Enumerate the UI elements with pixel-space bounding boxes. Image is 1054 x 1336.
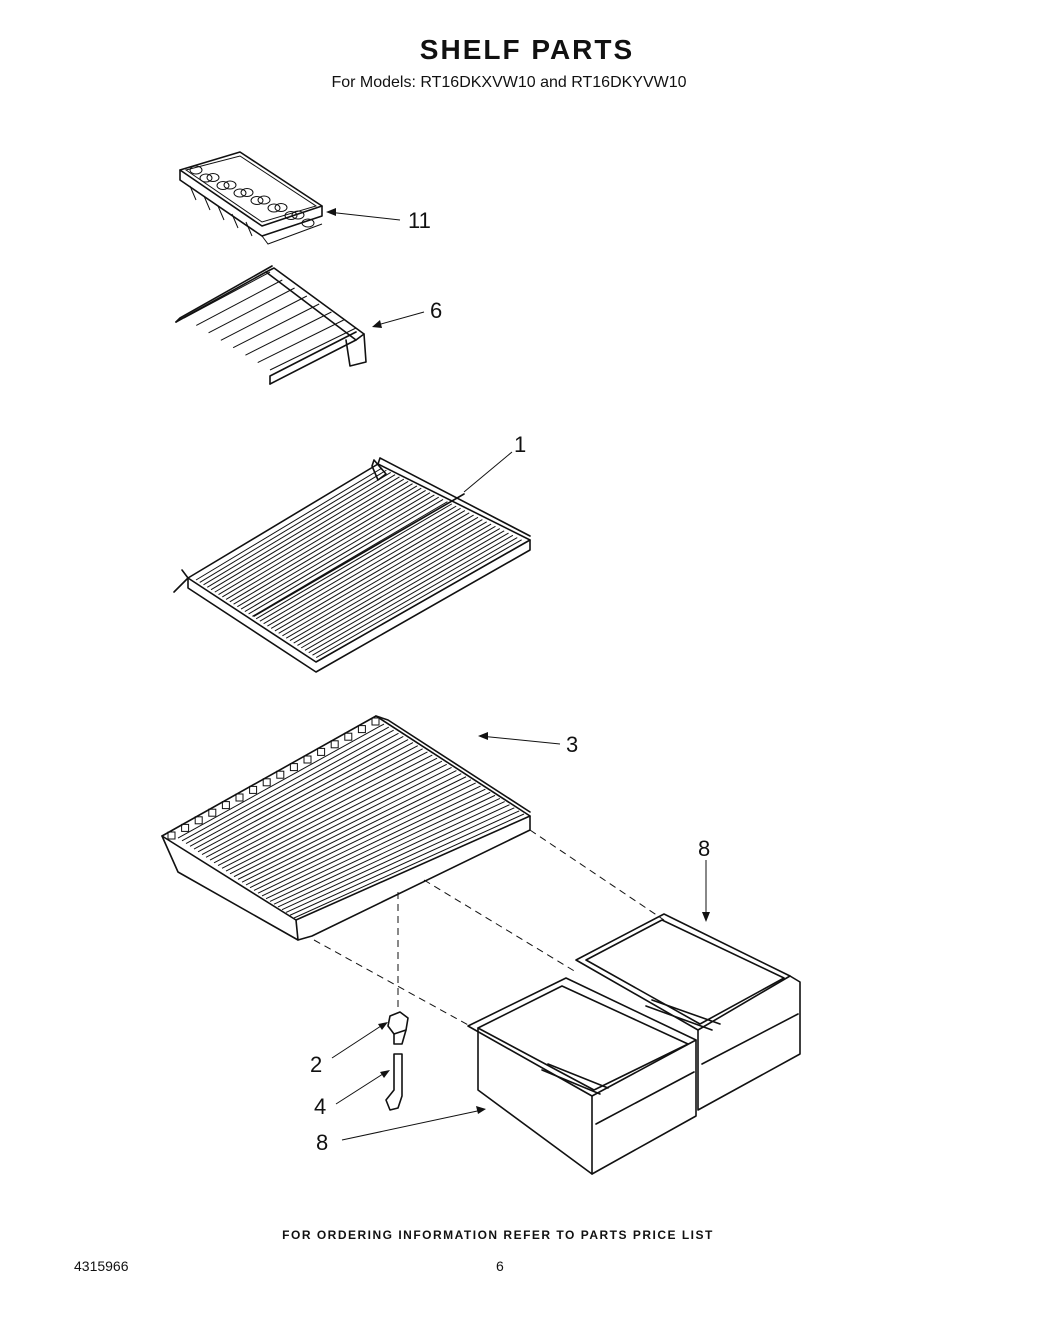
main-shelf-drawing <box>173 457 531 673</box>
callout-label-11: 11 <box>408 208 431 233</box>
callout-label-8b: 8 <box>316 1130 328 1155</box>
callout-label-4: 4 <box>314 1094 326 1119</box>
support-cap-drawing <box>387 1011 409 1045</box>
page-title: SHELF PARTS <box>419 34 635 65</box>
callout-leader-4 <box>335 1071 387 1105</box>
page-number: 6 <box>496 1258 504 1274</box>
callout-label-2: 2 <box>310 1052 322 1077</box>
support-rod-drawing <box>385 1053 403 1111</box>
callout-leader-8b <box>341 1109 483 1141</box>
alignment-lines <box>313 829 665 1027</box>
callout-leader-6 <box>373 311 425 327</box>
crisper-right-drawing <box>575 913 801 1111</box>
callout-leader-11 <box>327 211 401 221</box>
callout-label-1: 1 <box>514 432 526 457</box>
callout-leader-2 <box>331 1023 385 1059</box>
callout-leader-3 <box>479 735 561 745</box>
model-subtitle: For Models: RT16DKXVW10 and RT16DKYVW10 <box>331 74 687 91</box>
callout-label-6: 6 <box>430 298 442 323</box>
ordering-note: FOR ORDERING INFORMATION REFER TO PARTS … <box>282 1228 714 1242</box>
crisper-left-drawing <box>467 977 697 1175</box>
wire-rack-drawing <box>175 265 367 385</box>
document-number: 4315966 <box>74 1258 129 1274</box>
callout-leader-1 <box>463 451 513 493</box>
crisper-shelf-drawing <box>161 715 531 941</box>
callout-label-8a: 8 <box>698 836 710 861</box>
callout-label-3: 3 <box>566 732 578 757</box>
ice-tray-drawing <box>179 151 323 245</box>
